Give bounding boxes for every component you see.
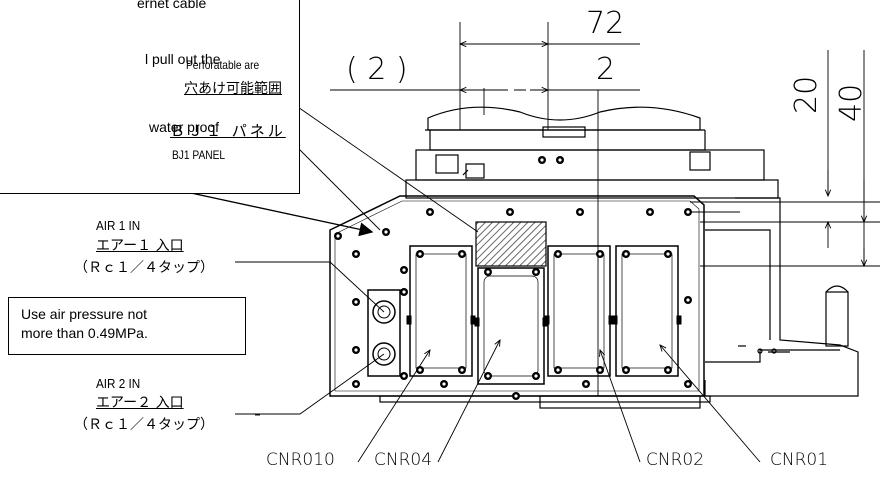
- screw-center: [558, 158, 562, 162]
- screw-center: [598, 252, 602, 256]
- screw-center: [402, 268, 406, 272]
- screw-center: [336, 234, 340, 238]
- screw-center: [418, 252, 422, 256]
- screw-center: [428, 210, 432, 214]
- screw-center: [460, 368, 464, 372]
- dimension-lines: [330, 22, 880, 396]
- screw-center: [354, 252, 358, 256]
- dimension-2-paren: ( 2 ): [346, 52, 408, 87]
- screw-center: [486, 374, 490, 378]
- air1-label-en: AIR 1 IN: [96, 218, 141, 233]
- screw-center: [556, 368, 560, 372]
- screw-center: [666, 252, 670, 256]
- screw-center: [354, 382, 358, 386]
- note-line-3: water proof: [149, 119, 220, 135]
- screw-center: [402, 374, 406, 378]
- air2-spec: （Ｒｃ１／４タップ）: [74, 417, 214, 433]
- screw-center: [686, 298, 690, 302]
- dimension-2: 2: [596, 52, 616, 87]
- screw-center: [624, 368, 628, 372]
- screw-center: [486, 270, 490, 274]
- robot-body-outline: [379, 106, 859, 409]
- panel-screws: [334, 156, 692, 400]
- air1-label-jp: エアー１ 入口: [96, 238, 184, 254]
- note-line-1: ernet cable: [137, 0, 207, 11]
- screw-center: [578, 210, 582, 214]
- screw-center: [666, 368, 670, 372]
- connector-label-cnr04: CNR04: [374, 450, 433, 470]
- connector-label-cnr01: CNR01: [770, 450, 829, 470]
- screw-center: [384, 230, 388, 234]
- screw-center: [624, 252, 628, 256]
- cable-note-box: ernet cable l pull out the water proof: [0, 0, 300, 194]
- perforatable-area: [475, 221, 547, 267]
- screw-center: [584, 382, 588, 386]
- connector-cnr04: [477, 267, 545, 385]
- connector-frames: [406, 245, 682, 385]
- pressure-line-1: Use air pressure not: [21, 306, 148, 322]
- connector-cnr01: [615, 245, 679, 377]
- note-line-2: l pull out the: [145, 51, 221, 67]
- dimension-72: 72: [586, 6, 625, 41]
- air2-label-en: AIR 2 IN: [96, 376, 141, 391]
- perforatable-label-jp: 穴あけ可能範囲: [184, 81, 282, 97]
- connector-label-cnr02: CNR02: [646, 450, 705, 470]
- air1-spec: （Ｒｃ１／４タップ）: [74, 260, 214, 276]
- dimension-20: 20: [789, 75, 824, 114]
- air2-fitting: [372, 342, 396, 366]
- screw-center: [402, 290, 406, 294]
- screw-center: [514, 394, 518, 398]
- perforatable-label-en: Perforatable are: [186, 58, 260, 72]
- screw-center: [534, 374, 538, 378]
- screw-center: [534, 270, 538, 274]
- screw-center: [460, 252, 464, 256]
- screw-center: [686, 210, 690, 214]
- air-pressure-note-box: Use air pressure not more than 0.49MPa.: [8, 297, 246, 355]
- screw-center: [686, 382, 690, 386]
- screw-center: [648, 210, 652, 214]
- panel-label-jp: ＢＪ１ パネル: [170, 122, 286, 140]
- screw-center: [540, 158, 544, 162]
- air2-label-jp: エアー２ 入口: [96, 395, 184, 411]
- pressure-line-2: more than 0.49MPa.: [21, 325, 148, 341]
- screw-center: [508, 210, 512, 214]
- screw-center: [598, 368, 602, 372]
- connector-label-cnr010: CNR010: [266, 450, 335, 470]
- connector-cnr010: [409, 245, 473, 377]
- bj1-panel: [329, 195, 705, 397]
- air-fittings: [367, 289, 401, 377]
- dimension-40: 40: [834, 83, 869, 122]
- air1-fitting: [372, 300, 396, 324]
- screw-center: [442, 382, 446, 386]
- screw-center: [354, 348, 358, 352]
- panel-label-en: BJ1 PANEL: [172, 148, 226, 162]
- screw-center: [556, 252, 560, 256]
- screw-center: [354, 300, 358, 304]
- screw-center: [418, 368, 422, 372]
- connector-cnr02: [547, 245, 611, 377]
